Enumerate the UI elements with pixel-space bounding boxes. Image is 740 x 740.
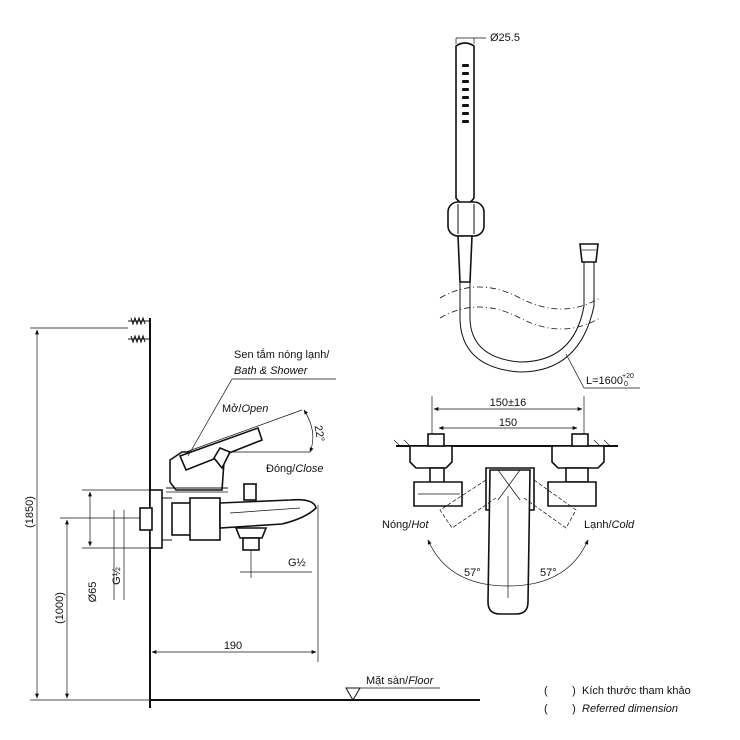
dim-projection: 190 <box>151 505 319 662</box>
legend-ref-vi: Kích thước tham khảo <box>582 685 691 697</box>
dim-inlet-thread: G½ <box>111 510 125 600</box>
dim-inlet-height: (1000) <box>54 517 140 699</box>
floor-label: Mặt sàn/Floor <box>366 675 435 687</box>
dim-centers-label: 150 <box>499 417 517 429</box>
faucet-side-body: G½ <box>139 426 317 578</box>
outlet-label-en: Bath & Shower <box>234 365 309 377</box>
angle-left-label: 57° <box>464 567 481 579</box>
dim-escutcheon-label: Ø65 <box>87 582 99 603</box>
wall-anchor-icons <box>128 316 150 344</box>
cold-label: Lạnh/Cold <box>584 519 635 531</box>
legend-ref-en: Referred dimension <box>582 703 678 715</box>
shower-hose <box>459 243 599 373</box>
open-label-en: Open <box>241 403 268 415</box>
cold-connector <box>547 433 605 507</box>
outlet-callout: Sen tắm nóng lạnh/ Bath & Shower <box>187 348 336 457</box>
dim-total-height: (1850) <box>24 327 150 701</box>
cold-label-vi: Lạnh/ <box>584 519 612 531</box>
break-line-bottom <box>439 306 601 330</box>
hot-connector <box>409 433 463 507</box>
shower-holder <box>447 201 485 237</box>
hot-label: Nóng/Hot <box>382 519 429 531</box>
close-label-en: Close <box>295 463 323 475</box>
floor-label-vi: Mặt sàn/ <box>366 675 409 687</box>
open-label: Mở/Open <box>222 403 268 415</box>
break-line-top <box>439 286 601 310</box>
floor-label-en: Floor <box>408 675 434 687</box>
dim-inlet-height-label: (1000) <box>54 592 66 624</box>
side-elevation: (1850) (1000) Ø65 G½ <box>24 316 480 708</box>
close-label: Đóng/Close <box>266 463 323 475</box>
dim-total-height-label: (1850) <box>24 496 36 528</box>
hot-label-en: Hot <box>411 519 429 531</box>
dim-centers-range-label: 150±16 <box>490 397 527 409</box>
wall-hatch <box>393 439 611 447</box>
angle-right-label: 57° <box>540 567 557 579</box>
front-body <box>439 467 577 615</box>
legend-bracket-2: ( ) <box>544 703 576 715</box>
shower-diameter-label: Ø25.5 <box>490 32 520 44</box>
hose-tol-minus: 0 <box>624 381 628 388</box>
floor-marker: Mặt sàn/Floor <box>150 675 480 701</box>
lever-angle: 22° <box>185 409 327 453</box>
legend: ( ) Kích thước tham khảo ( ) Referred di… <box>544 685 691 715</box>
dim-spout-thread-label: G½ <box>288 557 306 569</box>
legend-bracket-1: ( ) <box>544 685 576 697</box>
cold-label-en: Cold <box>612 519 636 531</box>
shower-nozzles <box>462 64 469 123</box>
open-label-vi: Mở/ <box>222 403 242 415</box>
shower-head <box>455 42 475 205</box>
hose-tol-plus: +20 <box>622 373 634 380</box>
hot-label-vi: Nóng/ <box>382 519 412 531</box>
hose-length-label: L=1600 <box>586 375 623 387</box>
front-view: 150±16 150 <box>382 396 635 615</box>
close-label-vi: Đóng/ <box>266 463 296 475</box>
hand-shower-assembly: Ø25.5 L=1600 <box>439 32 640 389</box>
lever-angle-label: 22° <box>312 424 327 442</box>
rotation-angles: 57° 57° <box>427 496 589 598</box>
dim-projection-label: 190 <box>224 640 242 652</box>
outlet-label-vi: Sen tắm nóng lạnh/ <box>234 348 330 361</box>
dim-inlet-thread-label: G½ <box>111 567 123 585</box>
dim-escutcheon: Ø65 <box>82 489 150 603</box>
